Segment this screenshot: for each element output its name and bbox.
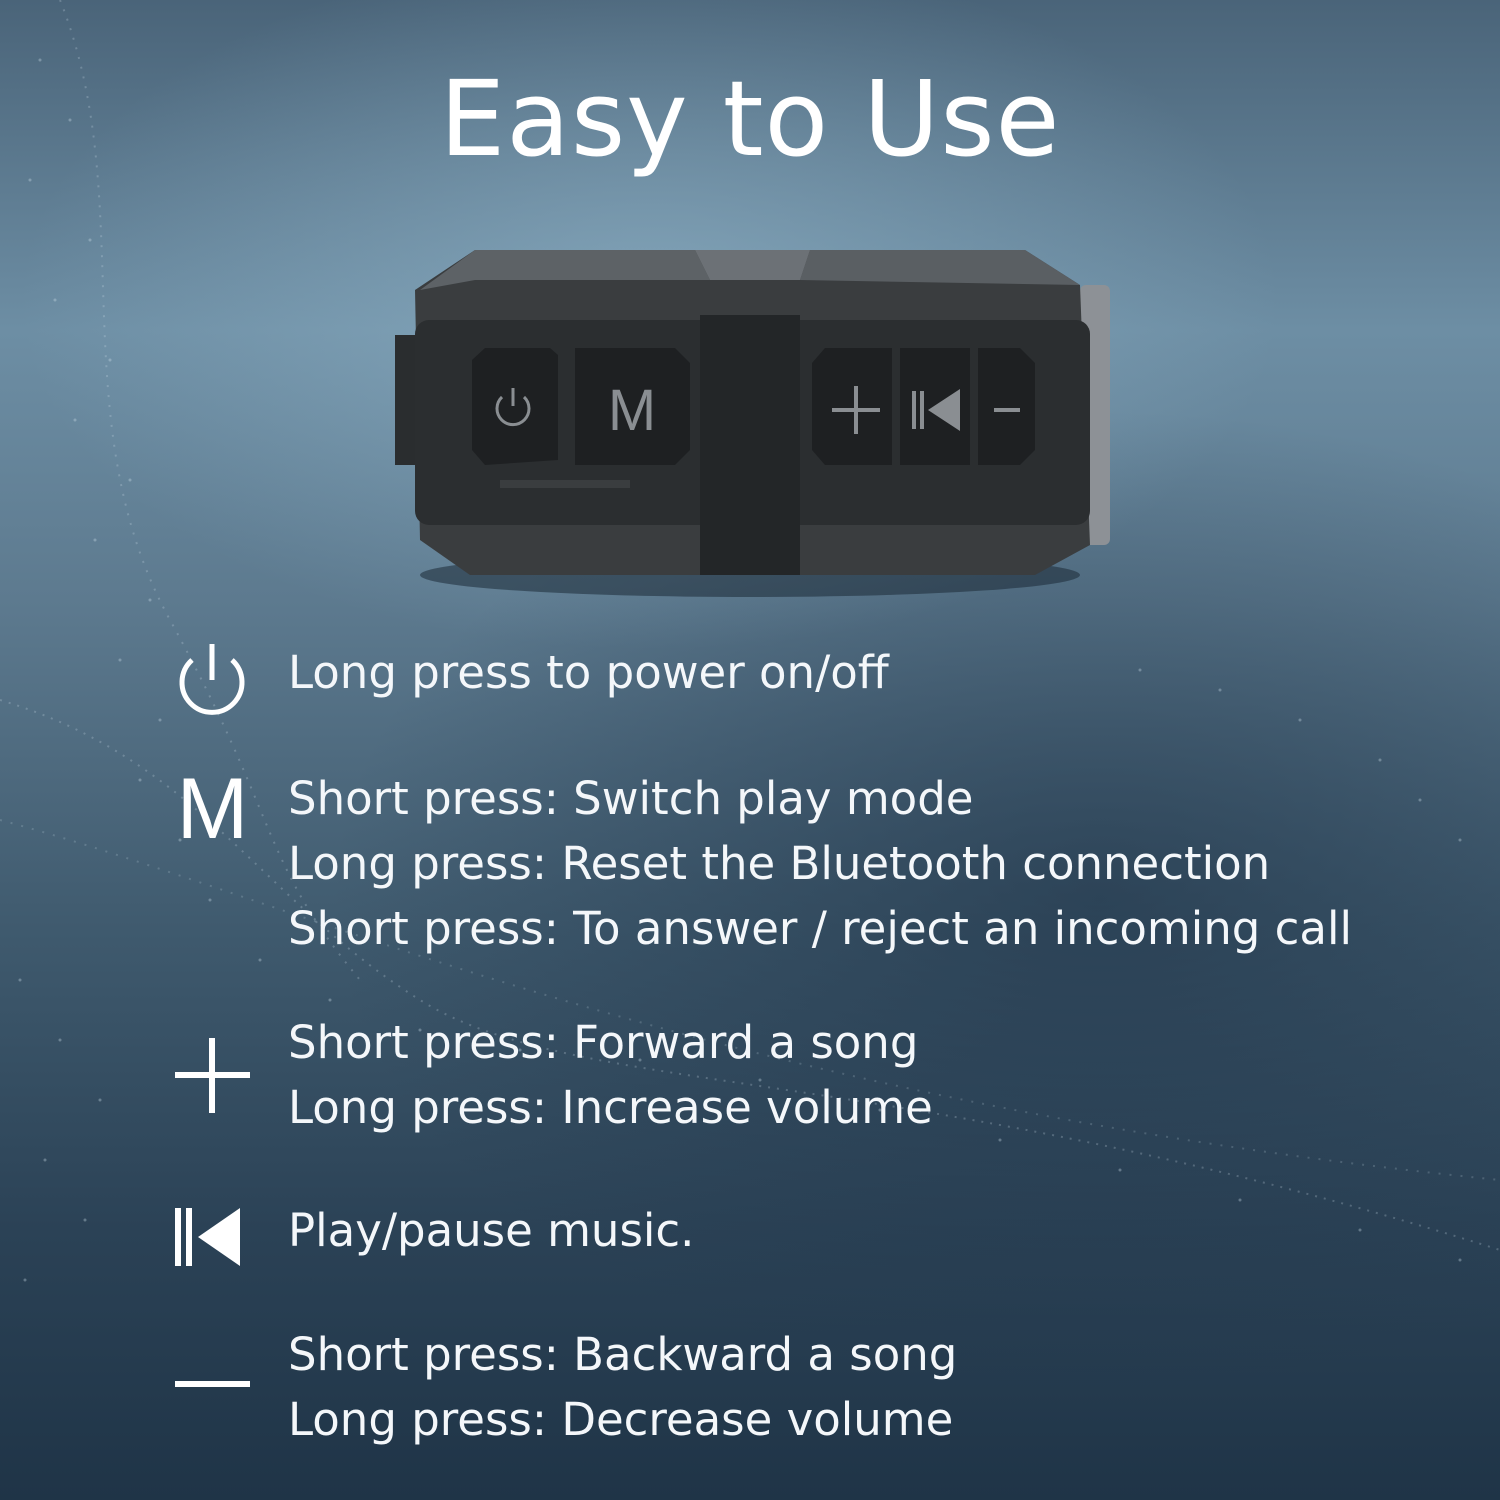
speaker-button-m: M [575, 348, 690, 465]
instruction-line: Long press to power on/off [288, 646, 889, 699]
instruction-line: Short press: Forward a song [288, 1016, 919, 1069]
instruction-line: Play/pause music. [288, 1204, 695, 1257]
minus-icon [175, 1381, 250, 1387]
speaker-button-plus [812, 348, 892, 465]
instruction-line: Long press: Increase volume [288, 1081, 933, 1134]
speaker-button-power [472, 348, 558, 465]
instruction-line: Long press: Decrease volume [288, 1393, 954, 1446]
speaker-button-play-pause [900, 348, 970, 465]
plus-icon [175, 1038, 250, 1113]
instruction-line: Long press: Reset the Bluetooth connecti… [288, 837, 1271, 890]
instruction-line: Short press: Backward a song [288, 1328, 958, 1381]
svg-text:M: M [608, 378, 656, 443]
page-title: Easy to Use [439, 58, 1061, 180]
instruction-line: Short press: To answer / reject an incom… [288, 902, 1352, 955]
play-pause-icon [175, 1208, 240, 1266]
speaker-illustration: M [395, 250, 1110, 597]
instruction-line: Short press: Switch play mode [288, 772, 974, 825]
m-icon: M [176, 761, 249, 857]
power-icon [179, 644, 245, 715]
speaker-button-minus [978, 348, 1035, 465]
